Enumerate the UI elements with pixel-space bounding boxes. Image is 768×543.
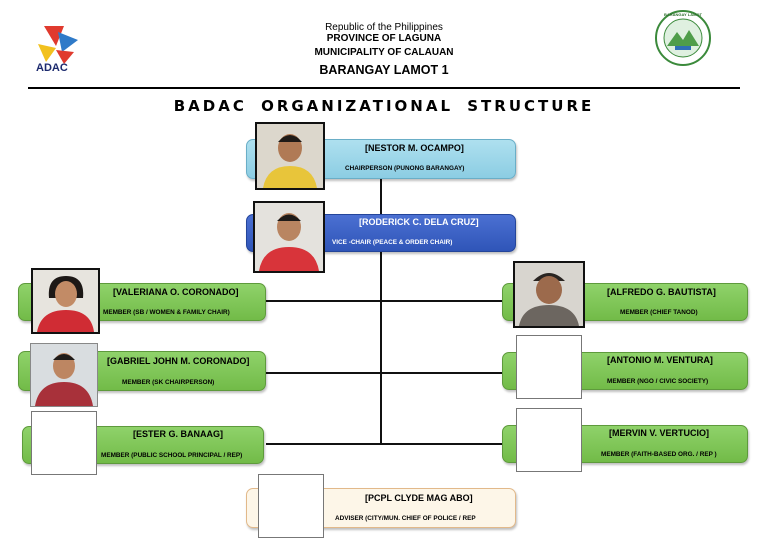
person-icon (31, 344, 97, 406)
header-municipality: MUNICIPALITY OF CALAUAN (314, 47, 454, 58)
header-province: PROVINCE OF LAGUNA (326, 33, 442, 44)
person-icon (255, 203, 323, 271)
barangay-seal-icon (655, 10, 711, 66)
chart-title: BADAC ORGANIZATIONAL STRUCTURE (173, 97, 595, 115)
member-name-antonio: [ANTONIO M. VENTURA] (607, 355, 713, 365)
member-photo-alfredo (513, 261, 585, 328)
chair-role: CHAIRPERSON (PUNONG BARANGAY) (345, 165, 465, 172)
header-divider (28, 87, 740, 89)
member-role-antonio: MEMBER (NGO / CIVIC SOCIETY) (607, 378, 709, 385)
barangay-seal (655, 10, 711, 66)
member-photo-gabriel (30, 343, 98, 407)
adviser-role: ADVISER (CITY/MUN. CHIEF OF POLICE / REP (335, 515, 476, 522)
row3-connector (266, 443, 502, 445)
adviser-name: [PCPL CLYDE MAG ABO] (365, 493, 473, 503)
adviser-photo-placeholder (258, 474, 324, 538)
member-role-mervin: MEMBER (FAITH-BASED ORG. / REP ) (601, 451, 717, 458)
member-name-gabriel: [GABRIEL JOHN M. CORONADO] (107, 356, 250, 366)
adac-logo (34, 22, 82, 78)
member-photo-placeholder-ester (31, 411, 97, 475)
member-role-gabriel: MEMBER (SK CHAIRPERSON) (122, 379, 215, 386)
row2-connector (266, 372, 502, 374)
adac-logo-icon (38, 26, 78, 64)
member-name-alfredo: [ALFREDO G. BAUTISTA] (607, 287, 716, 297)
adac-logo-label: ADAC (36, 62, 68, 74)
member-photo-placeholder-antonio (516, 335, 582, 399)
member-role-alfredo: MEMBER (CHIEF TANOD) (620, 309, 698, 316)
seal-text: BARANGAY LAMOT (663, 12, 702, 17)
chair-photo (255, 122, 325, 190)
chair-name: [NESTOR M. OCAMPO] (365, 143, 464, 153)
vice-photo (253, 201, 325, 273)
header-republic: Republic of the Philippines (325, 22, 443, 33)
person-icon (33, 270, 98, 332)
header-barangay: BARANGAY LAMOT 1 (319, 63, 449, 77)
member-photo-placeholder-mervin (516, 408, 582, 472)
member-role-ester: MEMBER (PUBLIC SCHOOL PRINCIPAL / REP) (101, 452, 243, 459)
member-role-valeriana: MEMBER (SB / WOMEN & FAMILY CHAIR) (103, 309, 230, 316)
person-icon (257, 124, 323, 188)
member-name-mervin: [MERVIN V. VERTUCIO] (609, 428, 710, 438)
member-photo-valeriana (31, 268, 100, 334)
member-name-ester: [ESTER G. BANAAG] (133, 429, 223, 439)
member-name-valeriana: [VALERIANA O. CORONADO] (113, 287, 239, 297)
person-icon (515, 263, 583, 326)
row1-connector (266, 300, 502, 302)
vice-role: VICE -CHAIR (PEACE & ORDER CHAIR) (332, 239, 453, 246)
trunk-line (380, 175, 382, 445)
vice-name: [RODERICK C. DELA CRUZ] (359, 217, 479, 227)
